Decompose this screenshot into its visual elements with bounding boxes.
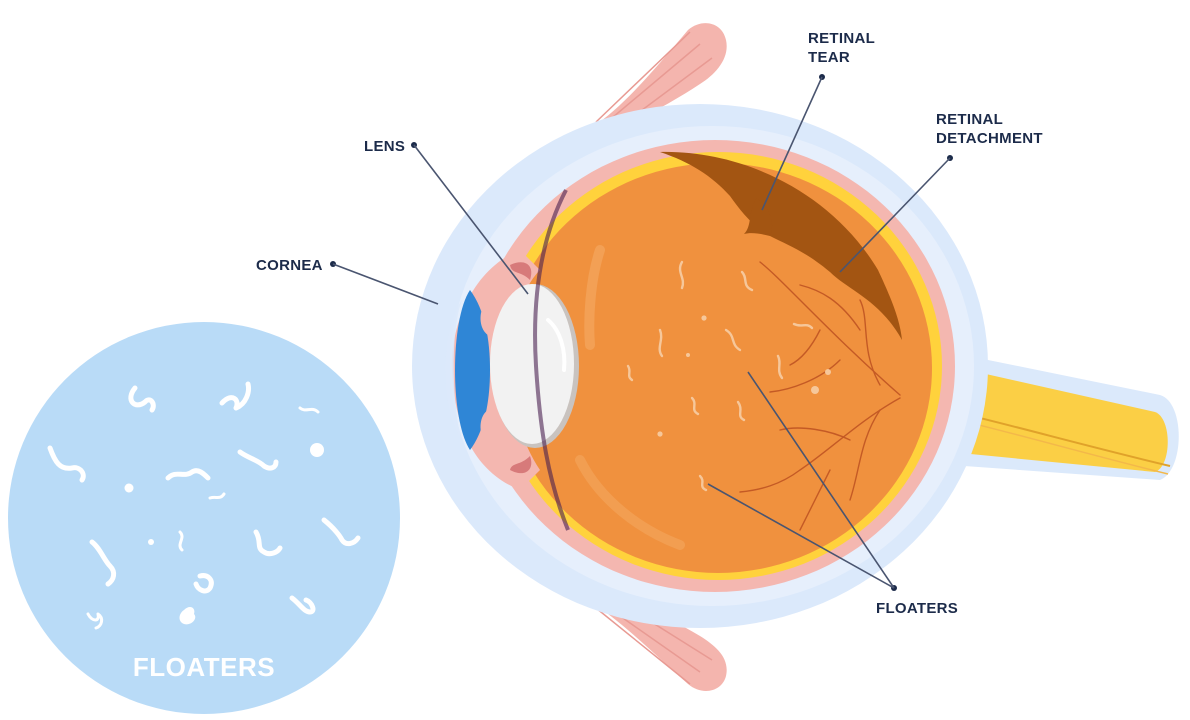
- eyeball: [412, 104, 988, 628]
- inset-title: FLOATERS: [133, 652, 275, 682]
- lens: [490, 284, 574, 444]
- lens-label: LENS: [364, 138, 405, 155]
- cornea: [445, 300, 462, 440]
- retinal-tear-area: [744, 198, 773, 236]
- retinal-detachment-line-2: DETACHMENT: [936, 130, 1043, 147]
- svg-text:RETINAL TEAR: RETINAL TEAR: [808, 30, 879, 66]
- label-cornea: CORNEA: [256, 257, 439, 305]
- label-retinal-detachment: RETINAL DETACHMENT: [839, 111, 1043, 273]
- iris: [455, 290, 490, 450]
- label-floaters: FLOATERS: [707, 371, 958, 617]
- vitreous-floaters: [626, 260, 831, 492]
- floaters-label: FLOATERS: [876, 600, 958, 617]
- label-retinal-tear: RETINAL TEAR: [761, 30, 879, 211]
- svg-text:RETINAL DETACHMENT: RETINAL DETACHMENT: [936, 111, 1043, 147]
- inset-circle: [8, 322, 400, 714]
- retinal-tear-line-1: RETINAL: [808, 30, 875, 47]
- floaters-inset: FLOATERS: [8, 322, 400, 714]
- cornea-label: CORNEA: [256, 257, 323, 274]
- retinal-tear-line-2: TEAR: [808, 49, 850, 66]
- retinal-detachment-line-1: RETINAL: [936, 111, 1003, 128]
- inset-floaters: [47, 381, 361, 630]
- retinal-detachment-area: [660, 151, 902, 340]
- label-lens: LENS: [364, 138, 529, 295]
